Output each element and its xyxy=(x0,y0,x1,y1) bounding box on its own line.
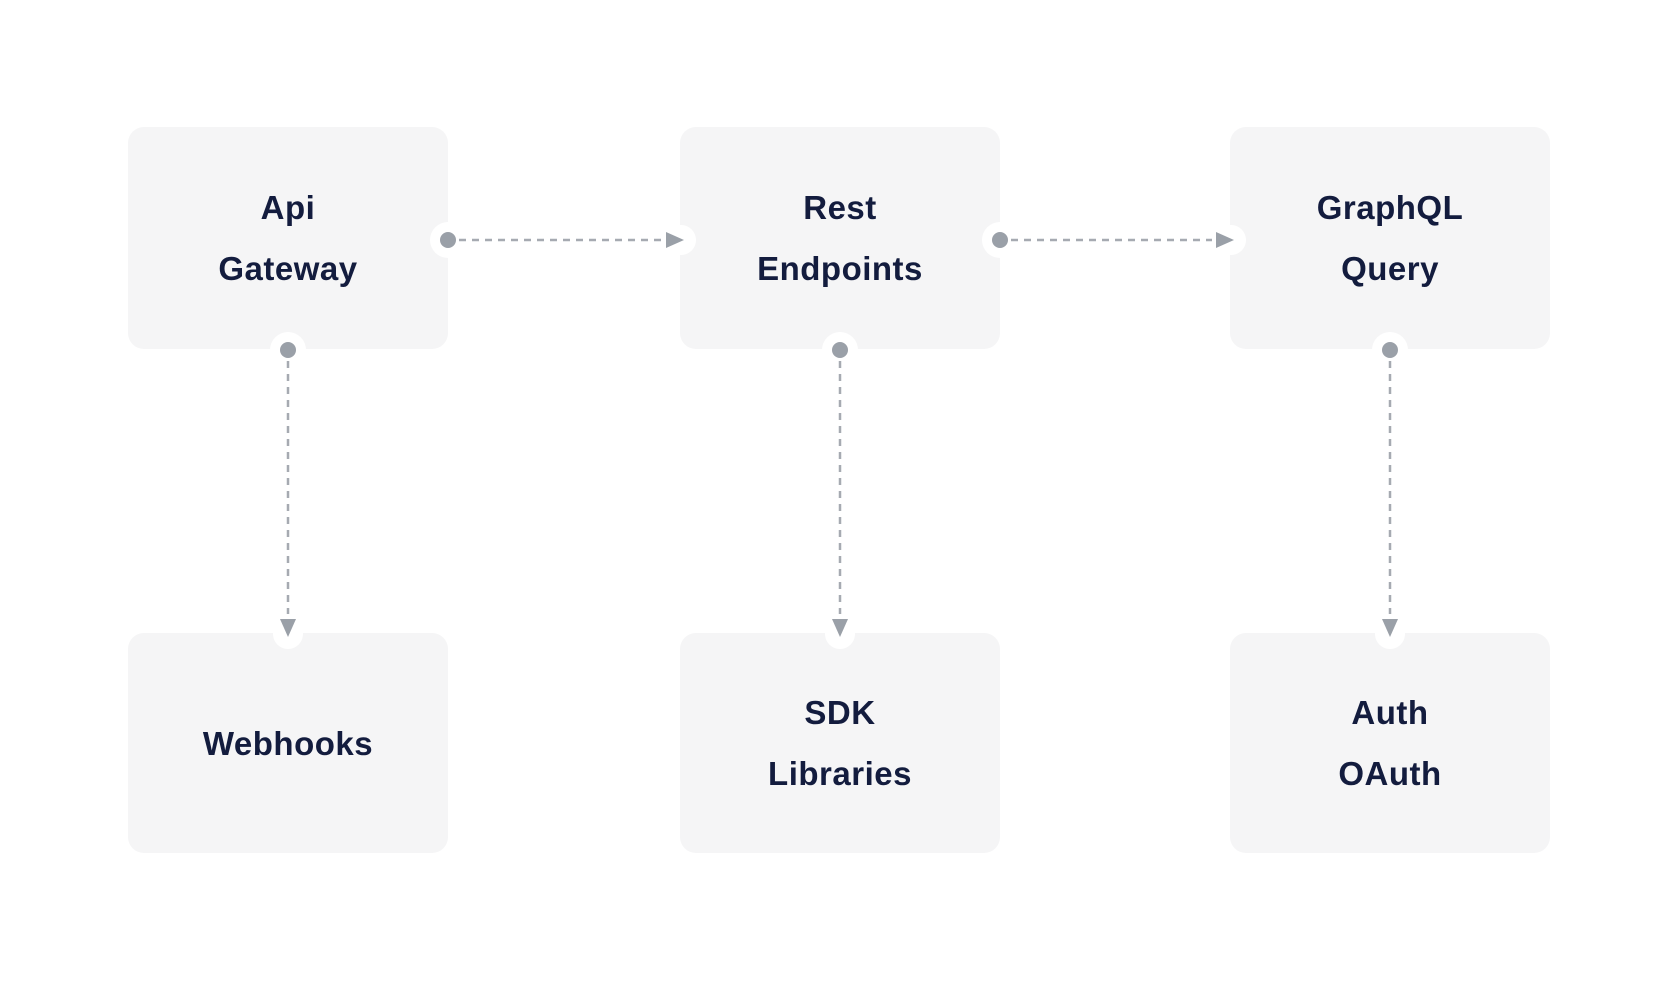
node-api-gateway[interactable]: Api Gateway xyxy=(128,127,448,349)
node-graphql-query[interactable]: GraphQL Query xyxy=(1230,127,1550,349)
node-sdk-libraries[interactable]: SDK Libraries xyxy=(680,633,1000,853)
edge-api-gateway-to-rest-endpoints xyxy=(430,222,696,258)
node-label-line: Api xyxy=(260,189,316,226)
node-label-line: Auth xyxy=(1351,694,1429,731)
node-label-line: Rest xyxy=(803,189,877,226)
node-label-line: Gateway xyxy=(218,250,358,287)
edge-api-gateway-to-webhooks xyxy=(270,332,306,649)
node-label-line: GraphQL xyxy=(1316,189,1464,226)
edge-rest-endpoints-to-graphql-query xyxy=(982,222,1246,258)
node-rest-endpoints[interactable]: Rest Endpoints xyxy=(680,127,1000,349)
edge-rest-endpoints-to-sdk-libraries xyxy=(822,332,858,649)
node-label-line: Webhooks xyxy=(202,724,374,762)
node-label-line: Libraries xyxy=(768,755,912,792)
edge-graphql-query-to-auth-oauth xyxy=(1372,332,1408,649)
node-label-line: SDK xyxy=(804,694,876,731)
node-webhooks[interactable]: Webhooks xyxy=(128,633,448,853)
node-auth-oauth[interactable]: Auth OAuth xyxy=(1230,633,1550,853)
node-label-line: OAuth xyxy=(1338,755,1442,792)
node-label-line: Query xyxy=(1341,250,1439,287)
node-label-line: Endpoints xyxy=(757,250,923,287)
